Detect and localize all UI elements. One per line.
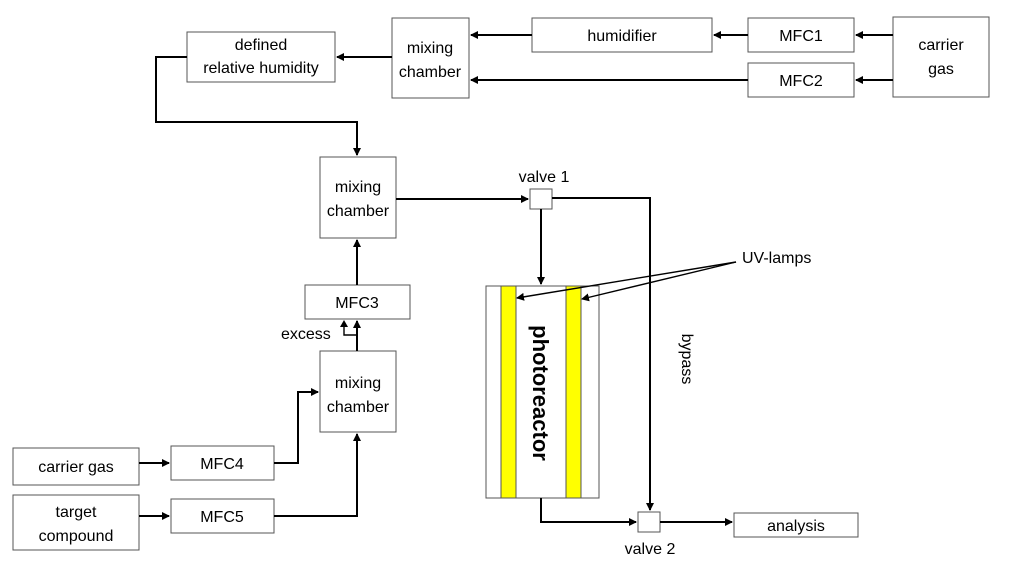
mfc5-node: MFC5	[170, 498, 275, 534]
valve-2	[637, 511, 661, 533]
mfc3-label: MFC3	[335, 295, 379, 312]
photoreactor-label: photoreactor	[528, 325, 553, 461]
target-compound-node: target compound	[12, 494, 140, 551]
uv-lamps-label: UV-lamps	[742, 250, 811, 267]
mixing-chamber-top-line1: mixing	[407, 40, 453, 57]
mfc1-label: MFC1	[779, 28, 823, 45]
mfc2-node: MFC2	[747, 62, 855, 98]
mixing-chamber-mid-line2: chamber	[327, 203, 390, 220]
photoreactor-node: photoreactor	[485, 285, 600, 499]
mixing-chamber-top-line2: chamber	[399, 64, 462, 81]
mfc4-label: MFC4	[200, 456, 244, 473]
mixing-chamber-low-line1: mixing	[335, 375, 381, 392]
mfc2-label: MFC2	[779, 73, 823, 90]
carrier-gas-left-node: carrier gas	[12, 447, 140, 486]
mixing-chamber-low-node: mixing chamber	[319, 350, 397, 433]
defined-rh-line1: defined	[235, 37, 288, 54]
mixing-chamber-top-node: mixing chamber	[391, 17, 470, 99]
valve-1-label: valve 1	[519, 169, 570, 186]
target-compound-line1: target	[56, 504, 97, 521]
uv-lamp-left	[500, 285, 517, 499]
humidifier-label: humidifier	[587, 28, 657, 45]
mfc1-node: MFC1	[747, 17, 855, 53]
mixing-chamber-low-line2: chamber	[327, 399, 390, 416]
mixing-chamber-mid-line1: mixing	[335, 179, 381, 196]
analysis-node: analysis	[733, 512, 859, 538]
mfc5-label: MFC5	[200, 509, 244, 526]
mixing-chamber-mid-node: mixing chamber	[319, 156, 397, 239]
analysis-label: analysis	[767, 518, 825, 535]
uv-lamp-right	[565, 285, 582, 499]
defined-rh-node: defined relative humidity	[186, 31, 336, 83]
valve-2-label: valve 2	[625, 541, 676, 558]
mfc4-node: MFC4	[170, 445, 275, 481]
bypass-label: bypass	[678, 334, 695, 385]
carrier-gas-left-label: carrier gas	[38, 459, 114, 476]
excess-label: excess	[281, 326, 331, 343]
carrier-gas-top-line2: gas	[928, 61, 954, 78]
carrier-gas-top-node: carrier gas	[892, 16, 990, 98]
mfc3-node: MFC3	[304, 284, 411, 320]
connectors	[139, 31, 893, 526]
humidifier-node: humidifier	[531, 17, 713, 53]
defined-rh-line2: relative humidity	[203, 60, 319, 77]
valve-1	[529, 188, 553, 210]
target-compound-line2: compound	[39, 528, 114, 545]
carrier-gas-top-line1: carrier	[918, 37, 964, 54]
